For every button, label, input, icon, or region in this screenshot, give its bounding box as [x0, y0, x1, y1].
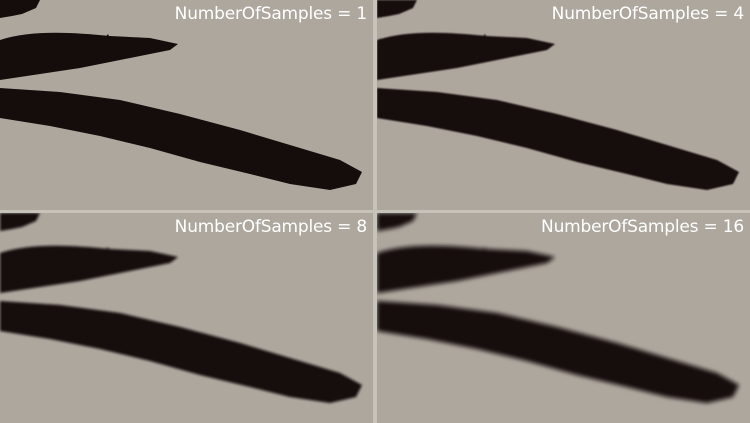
horizontal-divider [0, 210, 750, 213]
panel-label-samples-1: NumberOfSamples = 1 [174, 4, 368, 24]
panel-samples-4: NumberOfSamples = 4 [377, 0, 750, 210]
panel-samples-8: NumberOfSamples = 8 [0, 213, 373, 423]
panel-label-samples-16: NumberOfSamples = 16 [541, 217, 744, 237]
shadow-image-samples-16 [377, 213, 739, 403]
shadow-image-samples-8 [0, 213, 362, 403]
shadow-image-samples-4 [377, 0, 739, 190]
panel-label-samples-4: NumberOfSamples = 4 [551, 4, 745, 24]
shadow-image-samples-1 [0, 0, 362, 190]
panel-samples-16: NumberOfSamples = 16 [377, 213, 750, 423]
panel-label-samples-8: NumberOfSamples = 8 [174, 217, 368, 237]
panel-samples-1: NumberOfSamples = 1 [0, 0, 373, 210]
